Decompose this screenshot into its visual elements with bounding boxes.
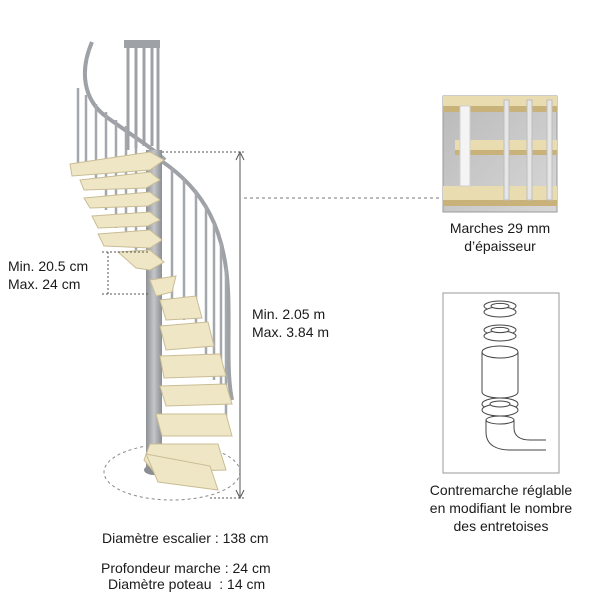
tread-4 — [91, 211, 161, 229]
tread-9 — [159, 321, 215, 351]
height-min-label: Min. 2.05 m — [252, 306, 326, 322]
photo-caption-line1: Marches 29 mm — [449, 220, 551, 236]
handrail-lower — [158, 158, 234, 401]
tread-8 — [159, 295, 203, 321]
tread-2 — [79, 171, 161, 191]
tread-depth-spec: Profondeur marche : 24 cm — [101, 560, 271, 576]
tread-6 — [116, 249, 165, 271]
tread-11 — [159, 383, 233, 407]
handrail-upper — [82, 41, 167, 162]
height-dimension — [162, 150, 246, 500]
riser-dimension — [102, 251, 150, 295]
top-landing-rail — [124, 40, 160, 48]
tread-7 — [149, 275, 177, 297]
stair-diameter-spec: Diamètre escalier : 138 cm — [102, 530, 269, 546]
height-max-label: Max. 3.84 m — [252, 324, 330, 340]
tread-1 — [69, 151, 165, 177]
treads — [69, 151, 233, 491]
photo-caption-line2: d’épaisseur — [464, 238, 536, 254]
tread-10 — [159, 353, 227, 379]
kit-caption-line2: en modifiant le nombre — [429, 500, 573, 516]
post-diameter-spec: Diamètre poteau : 14 cm — [108, 576, 266, 592]
spacer-kit-illustration — [442, 292, 560, 474]
tread-5 — [97, 229, 163, 249]
kit-caption-line3: des entretoises — [453, 518, 549, 534]
riser-max-label: Max. 24 cm — [8, 276, 81, 292]
tread-photo — [442, 95, 558, 213]
tread-14 — [145, 453, 219, 491]
riser-min-label: Min. 20.5 cm — [8, 258, 89, 274]
tread-12 — [155, 413, 233, 437]
kit-caption-line1: Contremarche réglable — [429, 482, 573, 498]
tread-3 — [83, 191, 161, 209]
